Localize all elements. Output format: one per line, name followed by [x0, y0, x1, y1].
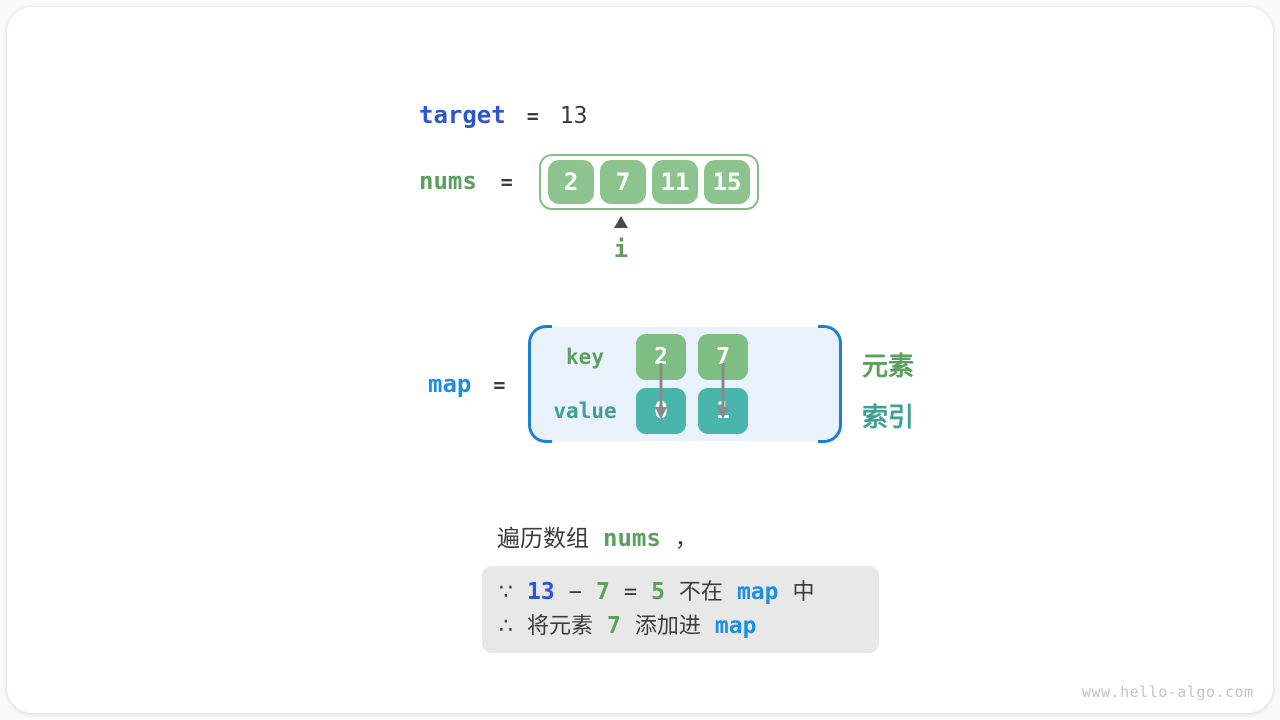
- map-key-cell: 2: [636, 334, 686, 380]
- caption-line: 遍历数组 nums ，: [497, 519, 698, 553]
- key-to-value-arrow-icon: [717, 363, 729, 419]
- map-ref: map: [736, 579, 779, 605]
- note-box: ∵ 13 − 7 = 5 不在 map 中 ∴ 将元素 7 添加进 map: [482, 566, 879, 653]
- target-value: 13: [559, 103, 588, 129]
- array-cell: 7: [600, 160, 646, 204]
- watermark: www.hello-algo.com: [1082, 683, 1254, 701]
- add-prefix-text: 将元素: [527, 614, 594, 639]
- array-cell: 11: [652, 160, 698, 204]
- in-text: 中: [792, 580, 815, 605]
- map-ref: map: [714, 613, 757, 639]
- target-assignment: target = 13: [419, 101, 587, 129]
- caption-nums-ref: nums: [603, 524, 661, 552]
- map-bracket-right-icon: [818, 325, 842, 443]
- index-side-label: 索引: [862, 403, 915, 433]
- key-to-value-arrow-icon: [655, 363, 667, 419]
- nums-label: nums: [419, 167, 477, 195]
- element-value: 7: [607, 613, 621, 639]
- content-card: target = 13 nums = 2 7 11 15 i map = key…: [7, 7, 1273, 713]
- equals-sign: =: [493, 373, 506, 397]
- equals-sign: =: [623, 580, 638, 605]
- map-assignment: map =: [428, 370, 505, 398]
- index-pointer-label: i: [613, 235, 629, 263]
- map-value-label: value: [553, 399, 617, 423]
- map-key-label: key: [566, 345, 604, 369]
- diff-value: 5: [651, 579, 665, 605]
- caption-text-before: 遍历数组: [497, 526, 589, 552]
- index-pointer-arrow-icon: [614, 216, 628, 228]
- not-in-text: 不在: [678, 580, 723, 605]
- element-value: 7: [595, 579, 610, 605]
- nums-assignment: nums =: [419, 167, 513, 195]
- map-bracket-left-icon: [528, 325, 552, 443]
- array-cell: 15: [704, 160, 750, 204]
- add-middle-text: 添加进: [634, 614, 701, 639]
- target-label: target: [419, 101, 506, 129]
- target-value: 13: [527, 579, 555, 605]
- note-line-therefore: ∴ 将元素 7 添加进 map: [499, 611, 862, 642]
- element-side-label: 元素: [862, 352, 915, 382]
- equals-sign: =: [526, 104, 539, 128]
- array-cell: 2: [548, 160, 594, 204]
- equals-sign: =: [500, 170, 513, 194]
- because-symbol: ∵: [499, 580, 513, 605]
- therefore-symbol: ∴: [499, 614, 513, 639]
- nums-array: 2 7 11 15: [539, 154, 759, 210]
- caption-text-after: ，: [674, 526, 698, 552]
- minus-sign: −: [568, 580, 582, 605]
- note-line-because: ∵ 13 − 7 = 5 不在 map 中: [499, 577, 862, 608]
- map-label: map: [428, 370, 472, 398]
